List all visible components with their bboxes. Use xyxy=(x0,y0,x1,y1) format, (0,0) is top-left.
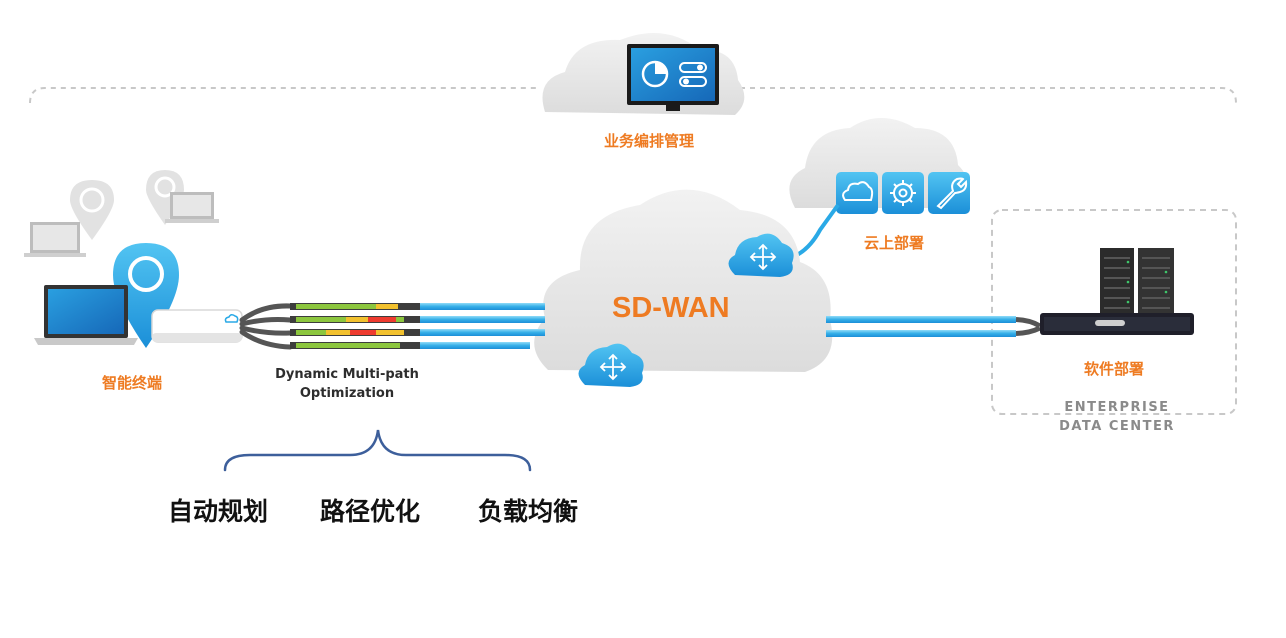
server-rack-icon xyxy=(1040,248,1194,335)
datacenter-lines xyxy=(826,316,1042,337)
router-cloud-upper xyxy=(728,233,794,277)
cloud-services-cloud xyxy=(789,118,970,208)
enterprise-label-line2: DATA CENTER xyxy=(1059,419,1175,434)
enterprise-label-line1: ENTERPRISE xyxy=(1064,400,1170,415)
dmp-label-line1: Dynamic Multi-path xyxy=(275,367,419,382)
monitor-dashboard-icon xyxy=(627,44,719,111)
datacenter-boundary xyxy=(991,209,1237,415)
gear-icon xyxy=(890,180,916,206)
multipath-lines xyxy=(290,303,545,349)
software-deploy-label: 软件部署 xyxy=(1084,360,1145,378)
sdwan-label: SD-WAN xyxy=(612,292,730,324)
cloud-icon xyxy=(842,181,874,201)
feature-auto-planning: 自动规划 xyxy=(168,497,269,526)
cable-bundle-left xyxy=(239,303,293,350)
router-cloud-lower xyxy=(578,343,644,387)
dmp-label-line2: Optimization xyxy=(299,386,395,401)
wrench-icon xyxy=(936,177,968,210)
orchestration-label: 业务编排管理 xyxy=(604,132,695,150)
smart-terminal-label: 智能终端 xyxy=(102,374,163,392)
feature-path-optimization: 路径优化 xyxy=(320,497,421,526)
cloud-deploy-label: 云上部署 xyxy=(864,234,925,252)
overlay-boundary xyxy=(29,87,1237,104)
router-icon xyxy=(749,243,777,271)
cloud-service-tiles xyxy=(836,172,970,214)
laptop-icon xyxy=(24,192,219,257)
features-brace xyxy=(223,429,532,472)
enterprise-label: ENTERPRISE DATA CENTER xyxy=(1032,398,1202,436)
router-icon xyxy=(599,353,627,381)
sdwan-cloud xyxy=(534,189,833,372)
feature-load-balancing: 负载均衡 xyxy=(478,497,579,526)
terminal-laptop xyxy=(34,285,138,345)
edge-device xyxy=(151,309,243,343)
remote-site-pins xyxy=(70,170,184,240)
dmp-label: Dynamic Multi-path Optimization xyxy=(252,365,442,403)
